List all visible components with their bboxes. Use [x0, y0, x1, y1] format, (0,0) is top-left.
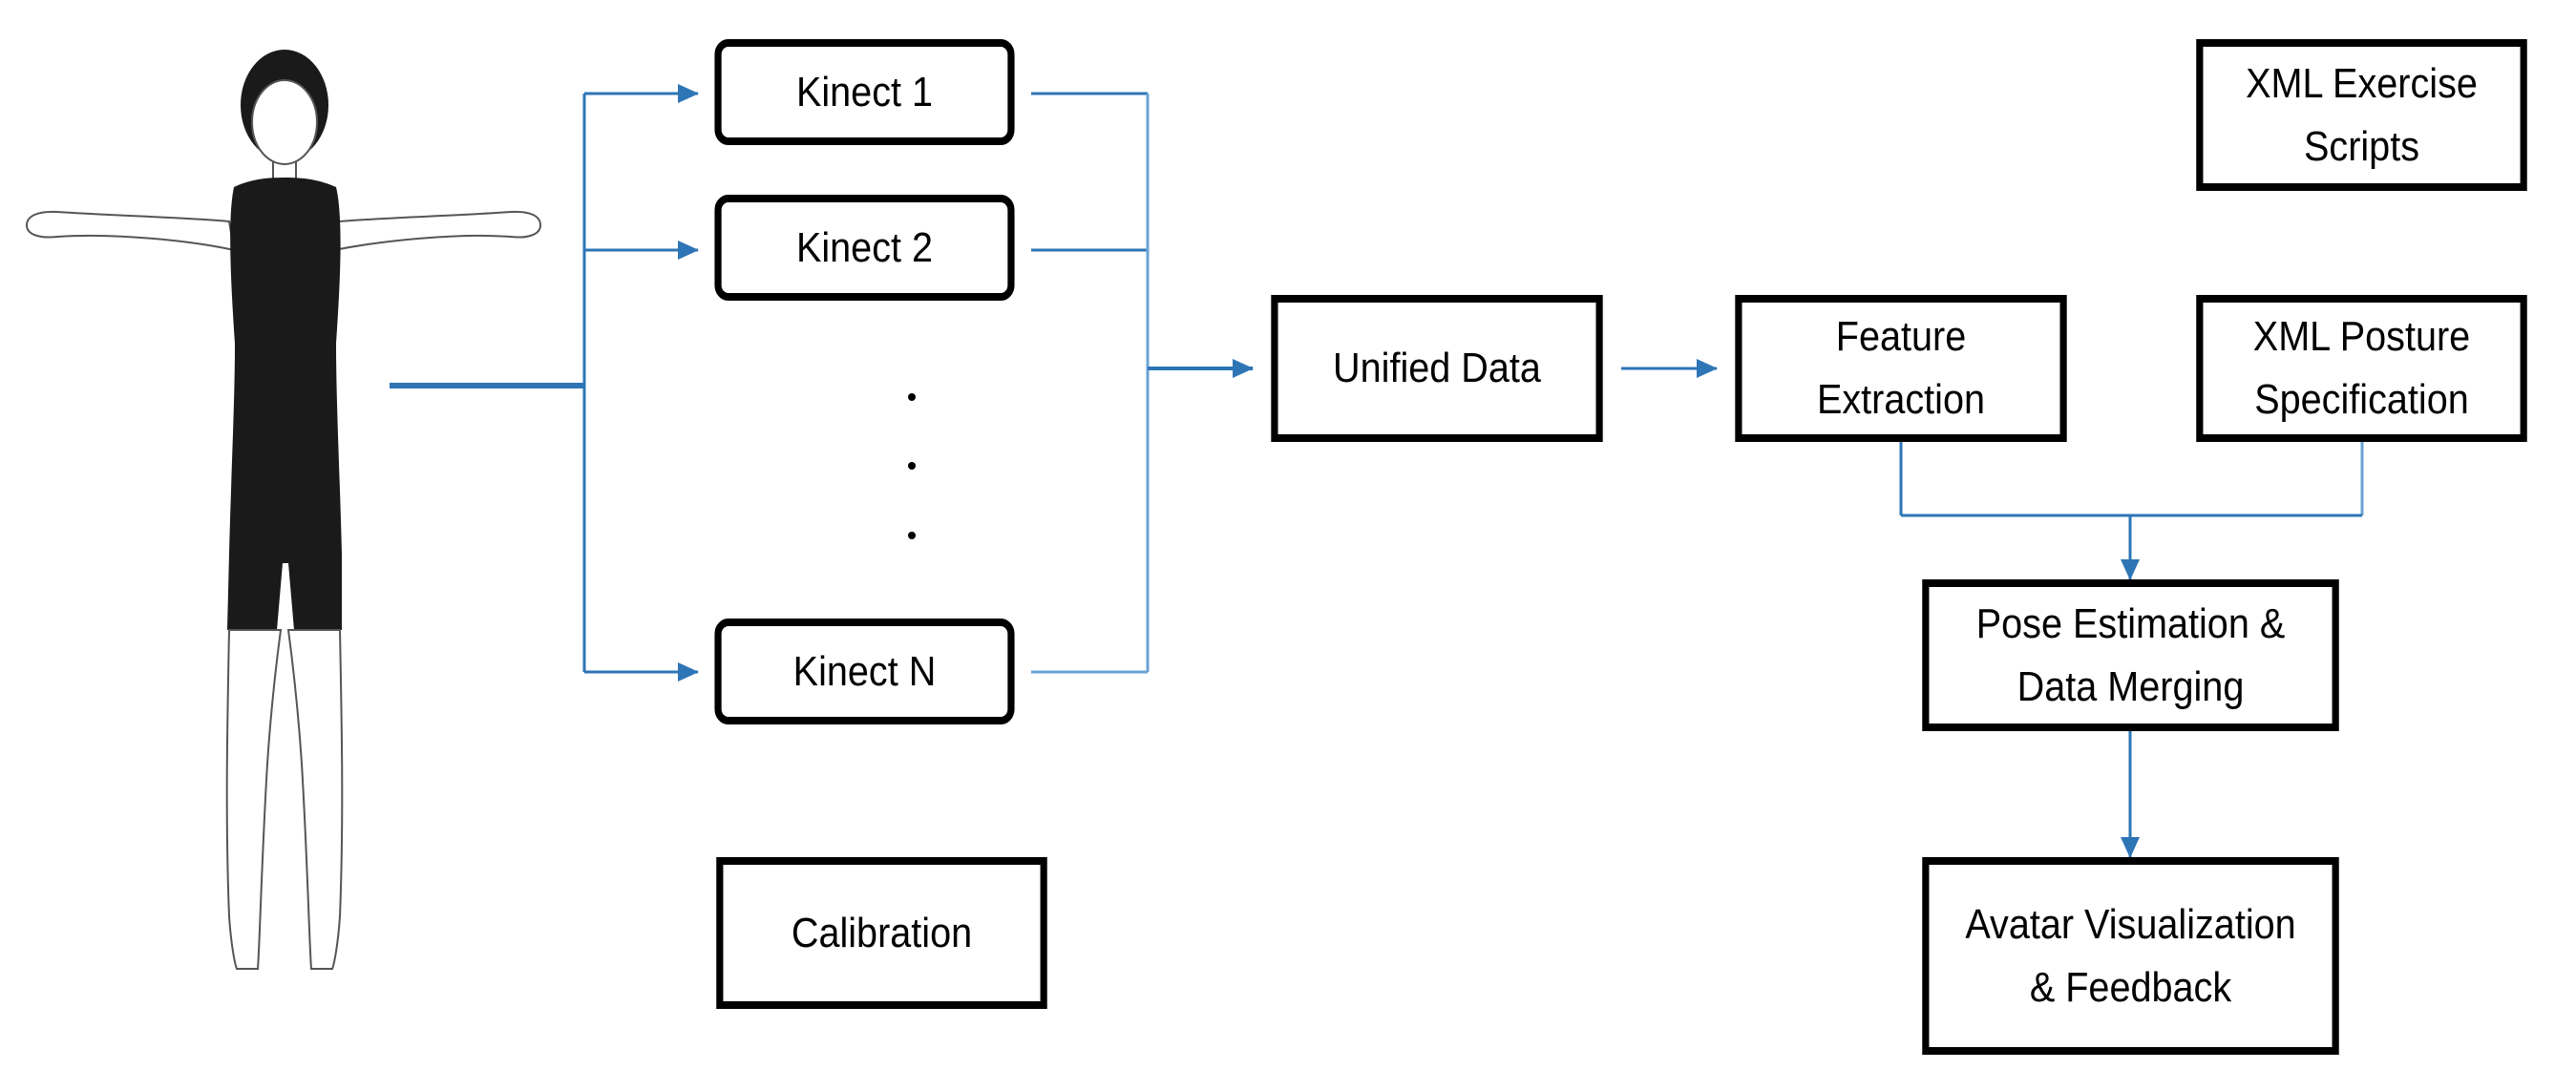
xml-posture-label-line-2: Specification — [2254, 376, 2469, 423]
kinect-1-label: Kinect 1 — [795, 68, 934, 115]
kinects-to-unified-connectors — [1031, 92, 1254, 674]
avatar-visualization-label-line-2: & Feedback — [2029, 963, 2232, 1011]
unified-data-box: Unified Data — [1271, 295, 1603, 442]
feature-extraction-box: Feature Extraction — [1735, 295, 2067, 442]
feature-extraction-label-line-2: Extraction — [1816, 376, 1986, 423]
calibration-box: Calibration — [716, 857, 1047, 1009]
xml-posture-label-line-1: XML Posture — [2252, 313, 2471, 360]
xml-exercise-label-line-1: XML Exercise — [2246, 59, 2478, 107]
avatar-visualization-label-line-1: Avatar Visualization — [1965, 900, 2296, 948]
kinect-n-label: Kinect N — [792, 647, 937, 695]
pose-estimation-box: Pose Estimation & Data Merging — [1922, 579, 2339, 731]
pose-estimation-label-line-1: Pose Estimation & — [1975, 599, 2286, 647]
xml-exercise-scripts-box: XML Exercise Scripts — [2196, 39, 2527, 191]
ellipsis-dot — [908, 532, 916, 539]
feature-extraction-label-line-1: Feature — [1835, 313, 1967, 360]
avatar-visualization-box: Avatar Visualization & Feedback — [1922, 857, 2339, 1055]
person-figure-icon — [25, 50, 542, 970]
unified-data-label: Unified Data — [1333, 345, 1541, 391]
xml-posture-specification-box: XML Posture Specification — [2196, 295, 2527, 442]
kinect-2-box: Kinect 2 — [714, 195, 1015, 301]
calibration-label: Calibration — [791, 909, 973, 956]
kinect-2-label: Kinect 2 — [795, 223, 934, 271]
kinect-1-box: Kinect 1 — [714, 39, 1015, 145]
ellipsis-dot — [908, 393, 916, 401]
merge-to-pose-connectors — [1899, 442, 2364, 580]
kinect-n-box: Kinect N — [714, 619, 1015, 724]
person-to-kinects-connectors — [390, 84, 699, 682]
ellipsis-dot — [908, 462, 916, 470]
xml-exercise-label-line-2: Scripts — [2303, 122, 2420, 170]
pose-estimation-label-line-2: Data Merging — [2016, 662, 2245, 710]
